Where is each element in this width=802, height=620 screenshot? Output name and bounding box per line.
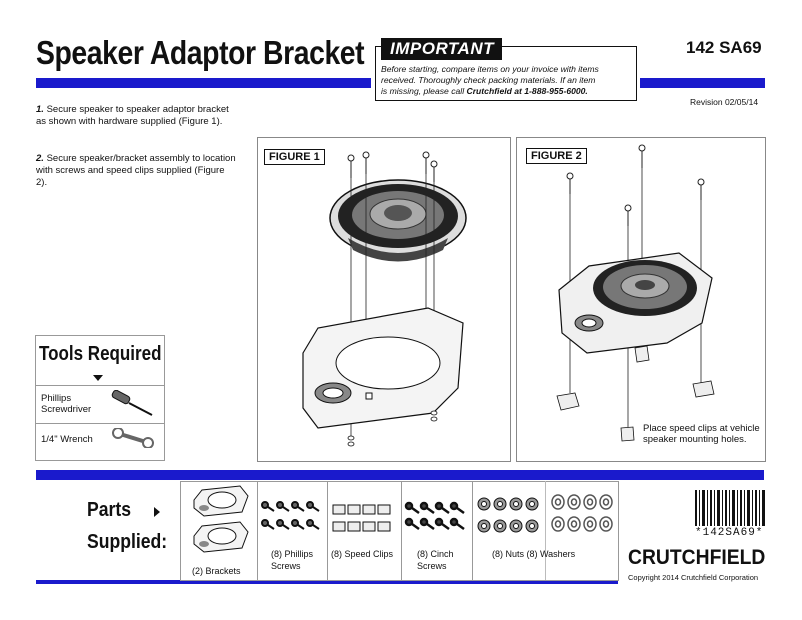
header-rule-left bbox=[36, 78, 371, 88]
important-line-1: Before starting, compare items on your i… bbox=[381, 64, 599, 74]
step-2: 2. Secure speaker/bracket assembly to lo… bbox=[36, 153, 236, 188]
important-line-3: is missing, please call Crutchfield at 1… bbox=[381, 86, 588, 96]
brand-logo: CRUTCHFIELD bbox=[628, 546, 766, 569]
parts-rule-top bbox=[36, 470, 764, 480]
page-title: Speaker Adaptor Bracket bbox=[36, 34, 365, 71]
brackets-icon bbox=[193, 485, 249, 553]
part-caption-cinch-screws: (8) Cinch Screws bbox=[417, 549, 454, 571]
important-line-2: received. Thoroughly check packing mater… bbox=[381, 75, 596, 85]
figure-1-illustration bbox=[302, 151, 467, 447]
copyright: Copyright 2014 Crutchfield Corporation bbox=[628, 573, 759, 582]
parts-divider bbox=[545, 481, 546, 580]
tools-required-box bbox=[35, 335, 165, 461]
chevron-right-icon bbox=[154, 507, 160, 517]
barcode bbox=[695, 490, 765, 526]
parts-title-line-2: Supplied: bbox=[87, 531, 168, 553]
important-notice-text: Before starting, compare items on your i… bbox=[381, 64, 636, 97]
part-caption-phillips-screws: (8) Phillips Screws bbox=[271, 549, 314, 571]
phillips-screws-icon bbox=[261, 501, 320, 530]
header-rule-right bbox=[640, 78, 765, 88]
step-2-text: Secure speaker/bracket assembly to locat… bbox=[36, 153, 236, 188]
step-1: 1. Secure speaker to speaker adaptor bra… bbox=[36, 104, 229, 127]
tools-divider-2 bbox=[35, 423, 164, 424]
model-number: 142 SA69 bbox=[686, 38, 762, 57]
figure-2-note: Place speed clips at vehicle speaker mou… bbox=[643, 423, 760, 445]
speed-clips-icon bbox=[332, 504, 391, 532]
tools-required-title: Tools Required bbox=[39, 343, 162, 365]
part-caption-nuts-washers: (8) Nuts (8) Washers bbox=[492, 549, 576, 559]
part-caption-speed-clips: (8) Speed Clips bbox=[331, 549, 394, 559]
parts-divider bbox=[257, 481, 258, 580]
figure-1-label: FIGURE 1 bbox=[264, 149, 325, 165]
parts-title-line-1: Parts bbox=[87, 499, 132, 521]
chevron-down-icon bbox=[93, 375, 103, 381]
screwdriver-icon bbox=[111, 390, 153, 416]
cinch-screws-icon bbox=[404, 501, 465, 531]
parts-rule-bottom bbox=[36, 580, 618, 584]
step-1-text: Secure speaker to speaker adaptor bracke… bbox=[36, 104, 229, 127]
barcode-text: *142SA69* bbox=[695, 527, 764, 539]
parts-divider bbox=[327, 481, 328, 580]
wrench-icon bbox=[112, 428, 154, 448]
figure-2-illustration bbox=[556, 144, 715, 442]
part-caption-brackets: (2) Brackets bbox=[192, 566, 241, 576]
support-phone: Crutchfield at 1-888-955-6000. bbox=[466, 86, 588, 96]
parts-divider bbox=[472, 481, 473, 580]
washers-icon bbox=[551, 494, 613, 532]
tool-screwdriver-label: Phillips Screwdriver bbox=[41, 393, 92, 415]
tools-divider-1 bbox=[35, 385, 164, 386]
figure-2-label: FIGURE 2 bbox=[526, 148, 587, 164]
parts-divider bbox=[401, 481, 402, 580]
revision-date: Revision 02/05/14 bbox=[690, 97, 759, 107]
tool-wrench-label: 1/4" Wrench bbox=[41, 434, 93, 445]
nuts-icon bbox=[477, 497, 539, 533]
important-tag: IMPORTANT bbox=[381, 38, 502, 60]
